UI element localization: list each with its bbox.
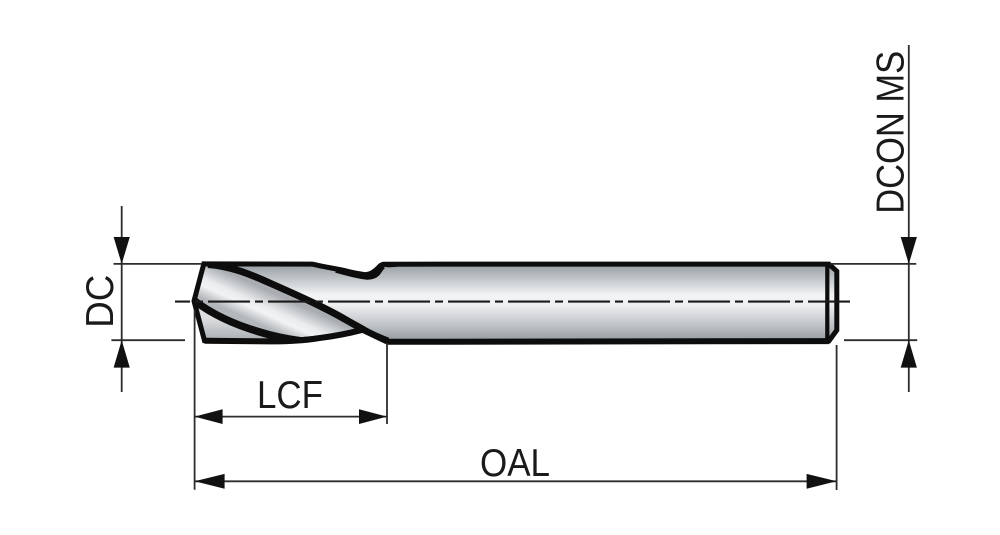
svg-text:DC: DC [79,275,122,328]
svg-text:DCON MS: DCON MS [870,51,913,214]
svg-text:OAL: OAL [480,442,550,485]
svg-text:LCF: LCF [257,374,323,417]
